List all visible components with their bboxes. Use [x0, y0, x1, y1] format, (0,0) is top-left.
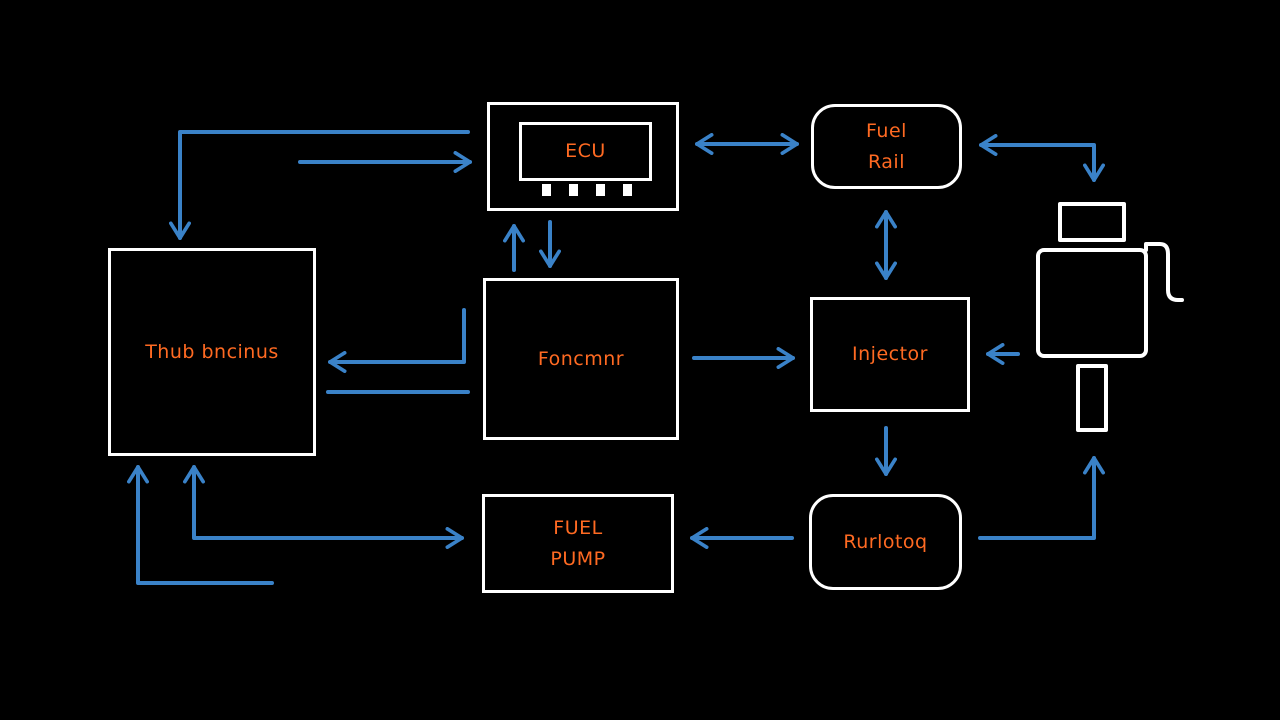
regulator-label: Rurlotoq: [843, 530, 928, 553]
arrow-return-to-throttle: [127, 465, 274, 585]
fuel-rail-box: Fuel Rail: [811, 104, 962, 189]
ecu-box: ECU: [487, 102, 679, 211]
arrow-regulator-to-nozzle: [978, 456, 1105, 540]
injector-box: Injector: [810, 297, 970, 412]
fuel-nozzle-icon: [1036, 202, 1184, 432]
ecu-chip: ECU: [519, 122, 652, 181]
fuel-pump-box: FUEL PUMP: [482, 494, 674, 593]
ecu-label: ECU: [565, 140, 606, 163]
controller-label: Foncmnr: [537, 347, 625, 370]
arrow-fuel-rail-nozzle: [979, 134, 1105, 182]
throttle-label: Thub bncinus: [145, 340, 279, 363]
ecu-pin: [542, 184, 551, 196]
throttle-box: Thub bncinus: [108, 248, 316, 456]
ecu-pin: [596, 184, 605, 196]
arrow-controller-to-throttle: [328, 308, 466, 373]
arrow-ecu-to-throttle: [169, 130, 470, 240]
fuel-pump-label: FUEL PUMP: [550, 517, 606, 570]
ecu-pin: [623, 184, 632, 196]
regulator-box: Rurlotoq: [809, 494, 962, 590]
arrow-throttle-to-pump: [183, 465, 464, 549]
controller-box: Foncmnr: [483, 278, 679, 440]
ecu-pins: [542, 184, 632, 196]
ecu-pin: [569, 184, 578, 196]
injector-label: Injector: [852, 343, 928, 366]
fuel-rail-label: Fuel Rail: [866, 120, 907, 173]
